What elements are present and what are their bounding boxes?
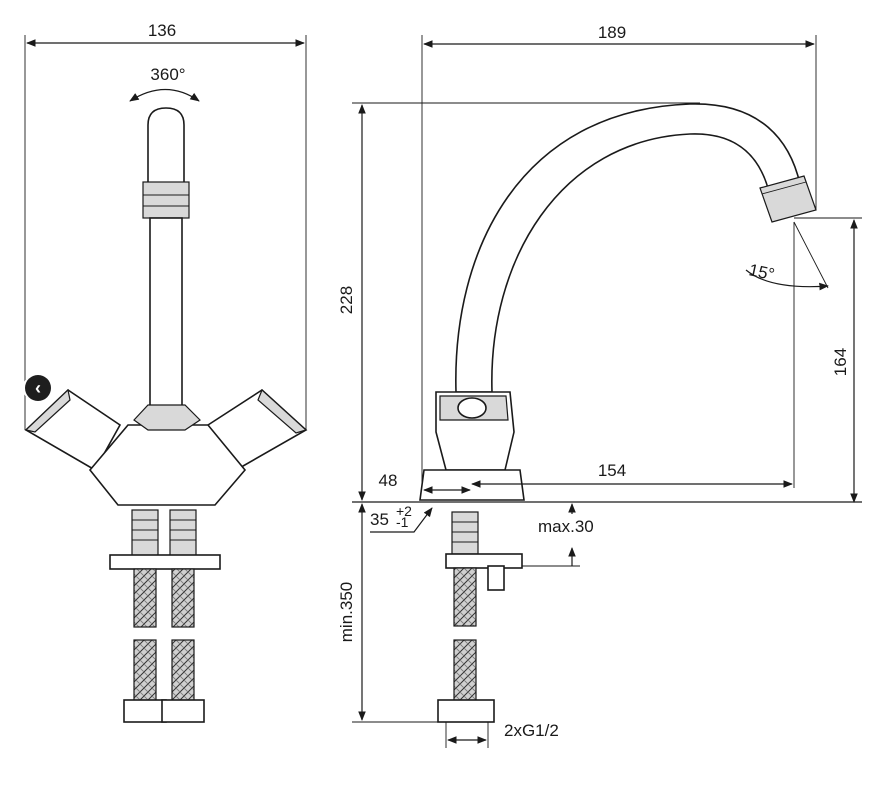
angle-label: 15°	[747, 260, 776, 284]
side-tail-thread	[451, 511, 479, 555]
spout-arc	[455, 103, 801, 393]
base-offset-label: 48	[379, 471, 398, 490]
side-hose-nut	[437, 699, 495, 723]
side-fixing-plate	[445, 553, 523, 569]
left-hose-upper	[133, 568, 157, 628]
rotation-label: 360°	[150, 65, 185, 84]
reach-label: 189	[598, 23, 626, 42]
connection-label: 2xG1/2	[504, 721, 559, 740]
spray-angle-line	[793, 221, 829, 289]
right-hose-lower	[171, 639, 195, 703]
side-base	[419, 469, 525, 501]
fixing-plate	[109, 554, 221, 570]
left-hose-nut	[123, 699, 167, 723]
angle-arc	[745, 269, 829, 291]
side-hose-upper	[453, 567, 477, 627]
hose-length-label: min.350	[337, 582, 356, 642]
rotation-arrow	[129, 89, 200, 102]
spout-offset-label: 154	[598, 461, 626, 480]
aerator-ring	[142, 181, 190, 219]
body-collar	[133, 404, 201, 431]
right-hose-upper	[171, 568, 195, 628]
hole-diameter-label: 35	[370, 510, 389, 529]
right-tail-thread	[169, 509, 197, 557]
fixing-nut	[487, 565, 505, 591]
hole-tol-lower: -1	[396, 514, 409, 530]
hole-leader	[370, 507, 433, 533]
left-hose-lower	[133, 639, 157, 703]
spout-aerator	[759, 175, 817, 223]
spout-height-label: 164	[831, 348, 850, 376]
spout-column	[149, 217, 183, 409]
hole-tol-upper: +2	[396, 503, 412, 519]
height-label: 228	[337, 286, 356, 314]
side-view: 189 228 164 15° 48 154 35 +2 -	[337, 23, 862, 748]
right-hose-nut	[161, 699, 205, 723]
width-label: 136	[148, 21, 176, 40]
chevron-left-icon: ‹	[35, 378, 41, 398]
left-tail-thread	[131, 509, 159, 557]
previous-image-button[interactable]: ‹	[25, 375, 51, 401]
deck-thickness-label: max.30	[538, 517, 594, 536]
spout-top	[147, 107, 185, 186]
side-hose-lower	[453, 639, 477, 703]
front-view: 136 360°	[24, 21, 308, 723]
handle-cap	[457, 397, 487, 419]
